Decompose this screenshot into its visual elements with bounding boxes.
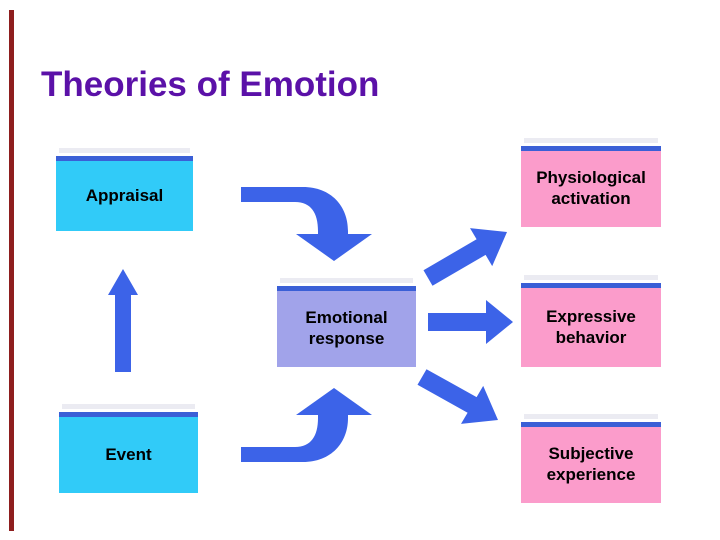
box-event-label: Event <box>105 444 152 464</box>
arrow-emotional-response-to-expressive-behavior <box>428 300 513 344</box>
box-expressive-behavior: Expressive behavior <box>521 275 661 367</box>
box-event: Event <box>59 404 198 493</box>
arrow-appraisal-to-emotional-response <box>241 187 372 261</box>
slide-title: Theories of Emotion <box>41 65 380 104</box>
arrow-event-to-emotional-response <box>241 388 372 462</box>
box-appraisal: Appraisal <box>56 148 193 231</box>
box-emotional-response: Emotional response <box>277 278 416 367</box>
box-emotional-response-label: Emotional response <box>305 308 388 348</box>
box-subjective-experience: Subjective experience <box>521 414 661 503</box>
arrow-emotional-response-to-subjective-experience <box>417 369 498 424</box>
box-expressive-behavior-label: Expressive behavior <box>546 306 636 347</box>
left-accent-bar <box>9 10 14 531</box>
box-physiological-activation-label: Physiological activation <box>536 168 646 208</box>
box-appraisal-label: Appraisal <box>85 185 164 205</box>
arrow-emotional-response-to-physiological-activation <box>423 228 507 286</box>
arrow-event-to-appraisal <box>108 269 138 372</box>
box-subjective-experience-label: Subjective experience <box>546 444 636 484</box>
box-physiological-activation: Physiological activation <box>521 138 661 227</box>
